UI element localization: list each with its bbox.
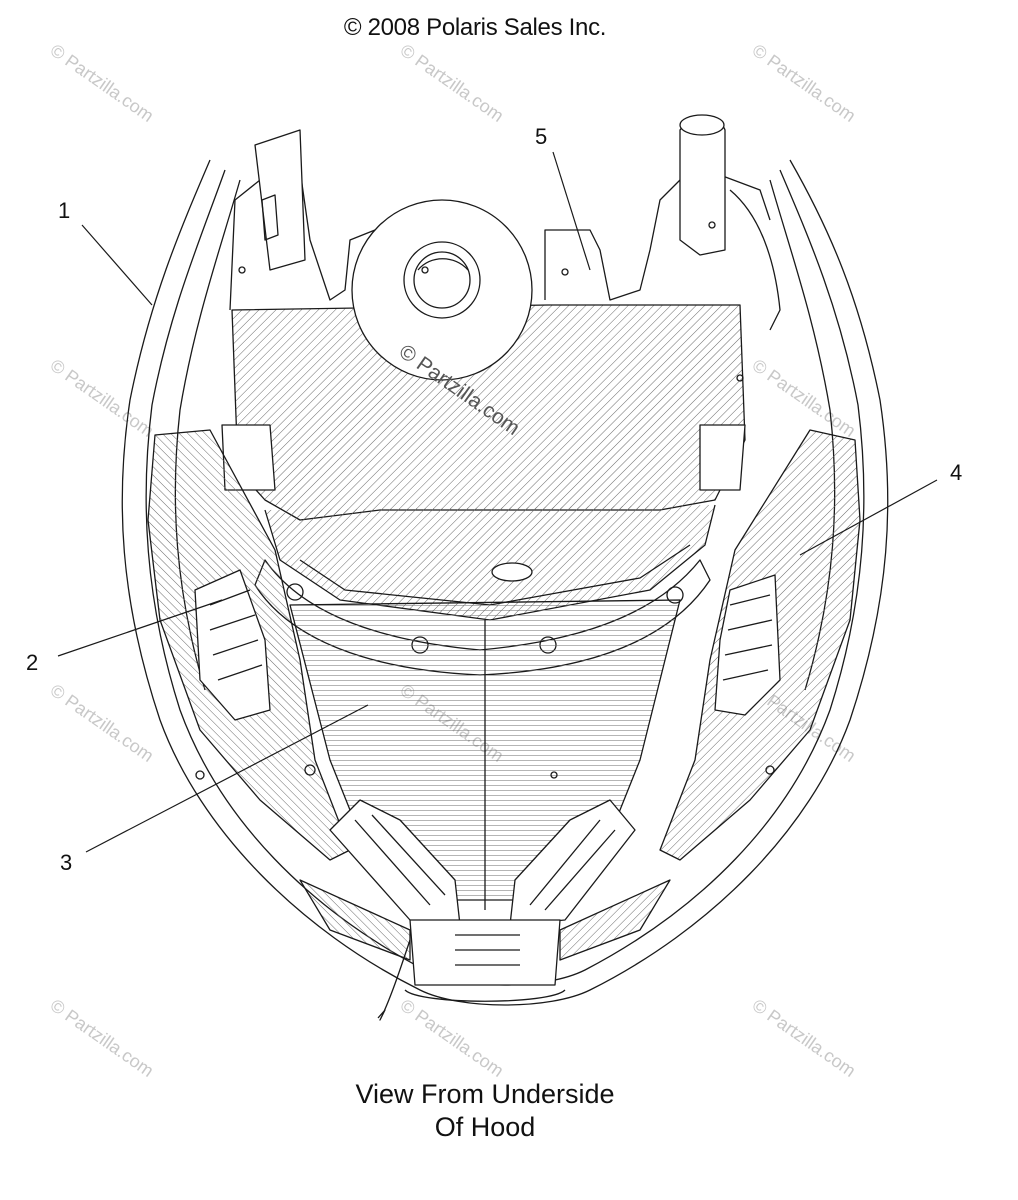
callout-2: 2 [26, 650, 39, 675]
leader-line-4 [799, 479, 938, 556]
diagram-caption: View From Underside Of Hood [0, 1078, 970, 1144]
callout-1: 1 [58, 198, 71, 223]
callout-3: 3 [60, 850, 73, 875]
caption-line-2: Of Hood [434, 1112, 536, 1142]
leader-line-3 [85, 704, 369, 853]
leader-line-1 [81, 224, 153, 306]
airbox-panel [231, 304, 746, 521]
copyright-text: © 2008 Polaris Sales Inc. [343, 14, 607, 41]
hood-outer-shell [121, 159, 889, 1006]
left-vent [194, 569, 271, 721]
leader-line-2 [57, 599, 223, 657]
callout-5: 5 [535, 124, 548, 149]
caption-line-1: View From Underside [355, 1079, 615, 1109]
leader-line-5 [552, 151, 591, 271]
callout-4: 4 [950, 460, 963, 485]
right-vent [714, 574, 781, 716]
bottom-plate [409, 919, 561, 986]
bottom-right-vent [509, 799, 636, 926]
